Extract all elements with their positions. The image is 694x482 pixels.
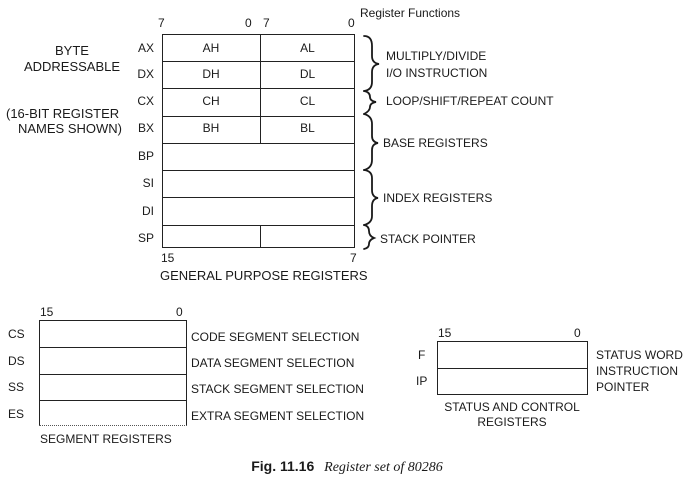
bit-label-0-right: 0 [348, 16, 355, 30]
byte-split-sp [260, 225, 261, 247]
bit-label-0-left: 0 [245, 16, 252, 30]
seg-desc-extra: EXTRA SEGMENT SELECTION [191, 409, 365, 423]
bit-label-15-bottom: 15 [161, 251, 175, 265]
row-divider [163, 143, 354, 144]
brace-si-di [363, 169, 379, 226]
register-functions-header: Register Functions [360, 6, 461, 20]
brace-bx-bp [363, 113, 379, 171]
reg-name-dx: DX [137, 67, 154, 81]
cell-dh: DH [202, 67, 220, 81]
function-stack-pointer: STACK POINTER [380, 232, 476, 246]
brace-sp [363, 224, 377, 250]
cell-cl: CL [299, 94, 316, 108]
figure-caption: Fig. 11.16 Register set of 80286 [0, 458, 694, 476]
function-multiply-divide: MULTIPLY/DIVIDE [386, 49, 487, 63]
note-16bit-line1: (16-BIT REGISTER [6, 106, 120, 121]
brace-cx [363, 90, 377, 115]
status-desc-line1: STATUS WORD [596, 348, 683, 362]
status-title-line1: STATUS AND CONTROL [444, 400, 580, 414]
row-divider [163, 116, 354, 117]
gpr-title: GENERAL PURPOSE REGISTERS [160, 268, 368, 283]
row-divider [40, 400, 186, 401]
caption-label: Fig. 11.16 [251, 458, 315, 474]
seg-bit-label-15: 15 [40, 305, 54, 319]
reg-name-cx: CX [137, 94, 154, 108]
row-divider [438, 368, 587, 369]
seg-desc-data: DATA SEGMENT SELECTION [191, 356, 355, 370]
row-divider [163, 88, 354, 89]
segment-register-table [39, 320, 187, 426]
bit-label-7-right: 7 [263, 16, 270, 30]
bit-label-7-left: 7 [158, 16, 165, 30]
row-divider [163, 170, 354, 171]
seg-title: SEGMENT REGISTERS [40, 432, 172, 446]
row-divider [163, 61, 354, 62]
byte-split-upper [260, 35, 261, 143]
reg-name-f: F [418, 348, 426, 362]
reg-name-ip: IP [416, 374, 428, 388]
status-title-line2: REGISTERS [477, 415, 547, 429]
reg-name-di: DI [142, 204, 154, 218]
segment-table-bottom-edge [39, 425, 187, 426]
cell-ch: CH [202, 94, 220, 108]
caption-text: Register set of 80286 [324, 460, 443, 475]
reg-name-ds: DS [8, 354, 25, 368]
note-16bit-line2: NAMES SHOWN) [18, 121, 122, 136]
row-divider [163, 197, 354, 198]
status-bit-label-15: 15 [438, 326, 452, 340]
reg-name-ss: SS [8, 380, 25, 394]
reg-name-ax: AX [137, 41, 154, 55]
seg-desc-stack: STACK SEGMENT SELECTION [191, 382, 364, 396]
bit-label-7-bottom: 7 [350, 251, 357, 265]
status-desc-line2: INSTRUCTION [596, 364, 678, 378]
status-bit-label-0: 0 [574, 326, 581, 340]
cell-ah: AH [202, 41, 220, 55]
cell-bh: BH [202, 121, 220, 135]
reg-name-bp: BP [137, 149, 154, 163]
cell-al: AL [300, 41, 315, 55]
note-byte-addressable-line2: ADDRESSABLE [23, 59, 121, 74]
seg-bit-label-0: 0 [176, 305, 183, 319]
row-divider [40, 347, 186, 348]
status-register-table [437, 341, 588, 395]
cell-dl: DL [299, 67, 316, 81]
row-divider [163, 225, 354, 226]
reg-name-si: SI [142, 176, 154, 190]
seg-desc-code: CODE SEGMENT SELECTION [191, 330, 360, 344]
reg-name-bx: BX [137, 121, 154, 135]
reg-name-sp: SP [137, 231, 154, 245]
function-loop-shift-repeat: LOOP/SHIFT/REPEAT COUNT [386, 94, 554, 108]
gpr-register-table [162, 34, 355, 248]
reg-name-cs: CS [8, 327, 25, 341]
function-io-instruction: I/O INSTRUCTION [386, 66, 488, 80]
status-desc-line3: POINTER [596, 380, 650, 394]
row-divider [40, 374, 186, 375]
note-byte-addressable-line1: BYTE [55, 43, 89, 58]
reg-name-es: ES [8, 407, 25, 421]
cell-bl: BL [300, 121, 315, 135]
function-base-registers: BASE REGISTERS [383, 136, 488, 150]
function-index-registers: INDEX REGISTERS [383, 191, 493, 205]
brace-ax-dx [363, 35, 380, 92]
